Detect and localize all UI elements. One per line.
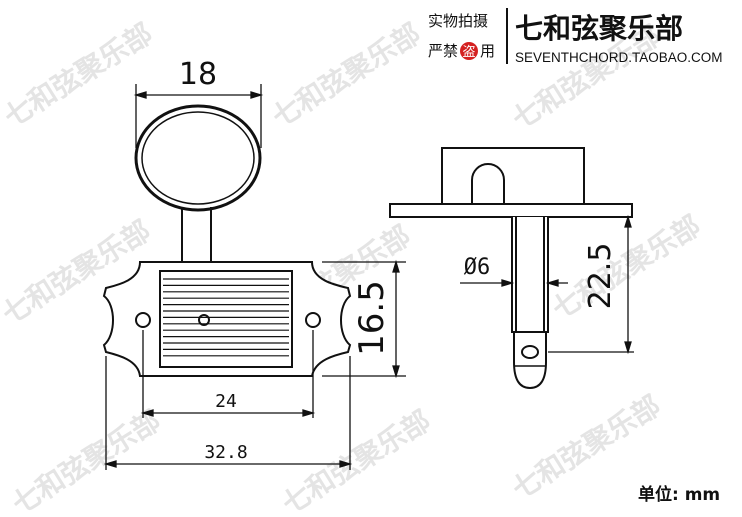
watermark: 七和弦聚乐部 [0,17,158,134]
shop-url: SEVENTHCHORD.TAOBAO.COM [515,50,723,65]
dim-hole-spacing-label: 24 [215,391,237,412]
dim-hole-spacing [140,330,316,418]
knob-inner [141,111,255,205]
watermark: 七和弦聚乐部 [276,404,436,517]
dim-shaft-length-label: 22.5 [583,243,618,310]
header: 实物拍摄 严禁 盗 用 七和弦聚乐部 SEVENTHCHORD.TAOBAO.C… [428,8,723,65]
side-shaft [511,217,549,333]
mount-hole-right [305,312,321,328]
tuner-side-view [389,147,633,390]
unit-label: 单位: mm [638,484,720,505]
mount-hole-left [135,312,151,328]
side-post [513,331,547,390]
brand-name: 七和弦聚乐部 [515,12,683,45]
watermark: 七和弦聚乐部 [6,404,166,517]
dim-shaft-length [548,214,634,355]
base-plate [102,261,352,377]
header-line2-suffix: 用 [480,42,495,60]
dim-knob-width [133,84,264,148]
gear-housing [159,270,293,368]
side-stem-bump [471,163,505,204]
stamp-badge [460,42,478,60]
watermark: 七和弦聚乐部 [266,17,426,134]
dim-overall-width-label: 32.8 [204,442,247,463]
dim-knob-width-label: 18 [179,57,217,92]
center-hole [198,314,210,326]
string-hole [521,345,539,359]
side-flange [389,203,633,218]
dim-base-height [322,259,406,379]
tuner-front-view [102,104,352,377]
dim-shaft-diameter [460,279,568,287]
knob-outer [134,104,262,212]
dim-shaft-diameter-label: Ø6 [464,255,491,280]
header-line1: 实物拍摄 [428,12,488,30]
gear-housing-lines [163,278,289,357]
header-line2-prefix: 严禁 [428,42,458,60]
header-line2-stamp: 盗 [462,44,475,60]
dim-overall-width [103,356,353,470]
dim-base-height-label: 16.5 [352,280,392,356]
side-housing [441,147,585,205]
